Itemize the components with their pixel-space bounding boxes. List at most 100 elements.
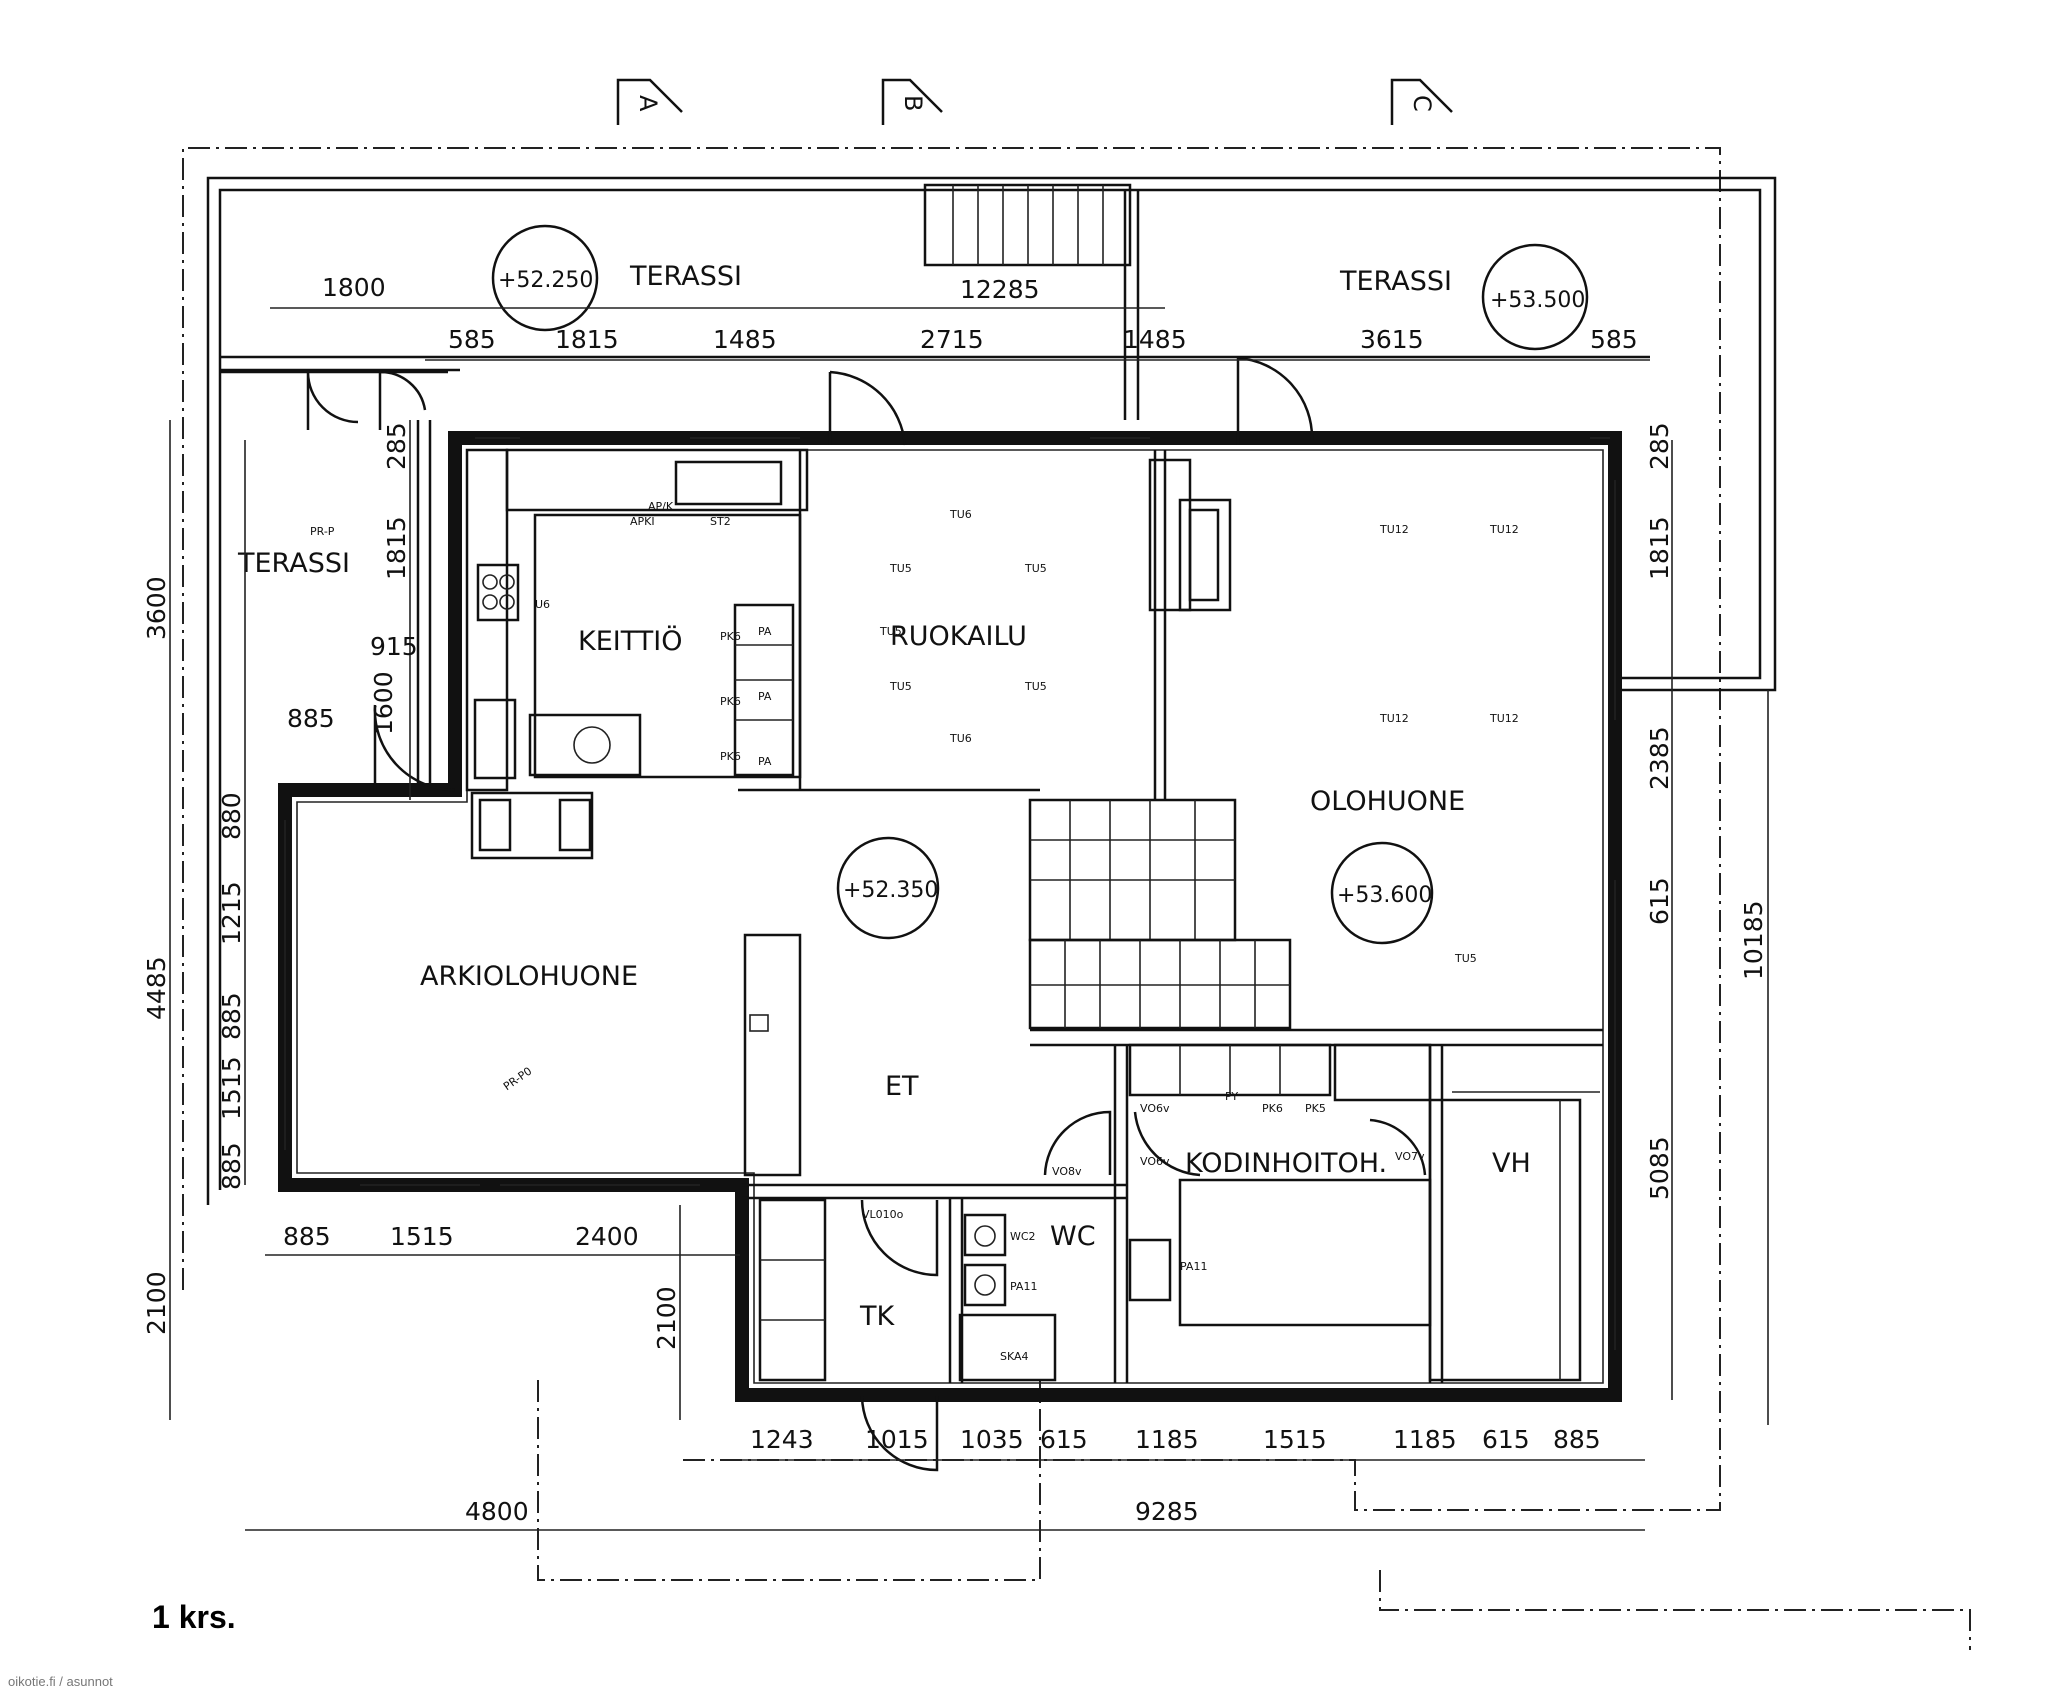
section-label-a: A (634, 95, 662, 112)
dim-top1-1: 12285 (960, 275, 1040, 304)
room-terassi-top-left: TERASSI (629, 261, 742, 292)
fixture-label: PR-P0 (501, 1065, 534, 1094)
dim-left-inner-0: 285 (382, 422, 411, 470)
fixture-label: TU5 (1024, 562, 1047, 575)
dim-bottom-row-4: 1185 (1135, 1425, 1199, 1454)
dim-bottom-middle-0: 2100 (652, 1286, 681, 1350)
dim-bottom-row-7: 615 (1482, 1425, 1530, 1454)
fixture-label: TU5 (1024, 680, 1047, 693)
fixture-label: U6 (535, 598, 550, 611)
room-olohuone: OLOHUONE (1310, 786, 1465, 817)
fixture-label: PA (758, 755, 772, 768)
closet-tk-shelves (758, 1198, 827, 1382)
section-marker-c: C (1390, 78, 1453, 125)
hall-closet (743, 933, 802, 1177)
dim-left-inner-7: 885 (217, 992, 246, 1040)
dim-bottom-row-5: 1515 (1263, 1425, 1327, 1454)
dim-bottom-row-1: 1015 (865, 1425, 929, 1454)
fixture-label: TU12 (1379, 712, 1409, 725)
fixture-label: APKI (630, 515, 655, 528)
dim-right-outer-0: 10185 (1739, 900, 1768, 980)
dim-bottom-total-1: 9285 (1135, 1497, 1199, 1526)
fixture-label: PK6 (1262, 1102, 1283, 1115)
dim-left-inner-5: 880 (217, 792, 246, 840)
top-stairs (923, 183, 1132, 267)
dim-left-inner-2: 915 (370, 632, 418, 661)
dim-right-inner-3: 615 (1645, 877, 1674, 925)
fixture-label: TU12 (1379, 523, 1409, 536)
dim-top2-6: 585 (1590, 325, 1638, 354)
windows (284, 437, 1616, 1350)
floor-label: 1 krs. (152, 1599, 236, 1635)
fixture-label: VO6v (1140, 1155, 1170, 1168)
room-vh: VH (1492, 1148, 1531, 1179)
dim-bottom-row-2: 1035 (960, 1425, 1024, 1454)
dim-top2-0: 585 (448, 325, 496, 354)
room-terassi-top-right: TERASSI (1339, 266, 1452, 297)
fixture-label: TU12 (1489, 712, 1519, 725)
fixture-label: VO6v (1140, 1102, 1170, 1115)
dim-top1-0: 1800 (322, 273, 386, 302)
room-wc: WC (1050, 1221, 1096, 1252)
fixture-label: PA11 (1180, 1260, 1207, 1273)
dim-left-inner-6: 1215 (217, 881, 246, 945)
dimension-lines (169, 307, 1769, 1531)
upper-terrace (206, 176, 1777, 1205)
fixture-label: PK5 (1305, 1102, 1326, 1115)
fixture-label: TU12 (1489, 523, 1519, 536)
fireplace (1148, 458, 1232, 612)
fixture-label: PK6 (720, 750, 741, 763)
level-label: +53.600 (1337, 883, 1432, 908)
level-label: +53.500 (1490, 288, 1585, 313)
fixture-label: SKA4 (1000, 1350, 1029, 1363)
level-label: +52.350 (843, 878, 938, 903)
fixture-label: TU5 (889, 562, 912, 575)
watermark: oikotie.fi / asunnot (8, 1674, 113, 1689)
dim-bottom-row-6: 1185 (1393, 1425, 1457, 1454)
room-kodinhoitoh: KODINHOITOH. (1185, 1148, 1387, 1179)
fixture-label: PA (758, 690, 772, 703)
room-ruokailu: RUOKAILU (890, 621, 1027, 652)
fixture-labels: TU6 TU6 TU5 TU5 TU5 TU5 TU5 TU5 TU12 TU1… (310, 500, 1519, 1363)
section-label-c: C (1408, 95, 1436, 112)
dim-left-inner-1: 1815 (382, 516, 411, 580)
fixture-label: PY (1225, 1090, 1238, 1103)
dim-left-outer-1: 4485 (142, 956, 171, 1020)
fixture-label: VO7v (1395, 1150, 1425, 1163)
dim-bottom-left-1: 1515 (390, 1222, 454, 1251)
dim-top2-2: 1485 (713, 325, 777, 354)
dim-bottom-row-3: 615 (1040, 1425, 1088, 1454)
dim-left-outer-2: 2100 (142, 1271, 171, 1335)
dim-bottom-row-8: 885 (1553, 1425, 1601, 1454)
fixture-label: PR-P (310, 525, 335, 538)
level-label: +52.250 (498, 268, 593, 293)
fixture-label: PK6 (720, 695, 741, 708)
section-marker-a: A (616, 78, 683, 125)
fixture-label: VO8v (1052, 1165, 1082, 1178)
dim-left-outer-0: 3600 (142, 576, 171, 640)
fixture-label: TU6 (949, 508, 972, 521)
section-marker-b: B (881, 78, 943, 125)
dim-right-inner-4: 5085 (1645, 1136, 1674, 1200)
room-keittio: KEITTIÖ (578, 625, 682, 657)
room-labels: TERASSI TERASSI TERASSI KEITTIÖ RUOKAILU… (237, 261, 1531, 1332)
fixture-label: ST2 (710, 515, 731, 528)
dim-top2-4: 1485 (1123, 325, 1187, 354)
utility-fixtures (1128, 1043, 1600, 1382)
door-swings (306, 356, 1427, 1472)
fixture-label: TU5 (1454, 952, 1477, 965)
dim-bottom-row-0: 1243 (750, 1425, 814, 1454)
fixture-label: PA (758, 625, 772, 638)
dim-bottom-left-0: 885 (283, 1222, 331, 1251)
room-terassi-left: TERASSI (237, 548, 350, 579)
fixture-label: TU5 (889, 680, 912, 693)
room-et: ET (885, 1071, 919, 1102)
fixture-label: TU5 (879, 625, 902, 638)
fixture-label: PK6 (720, 630, 741, 643)
dimension-values: 1800 12285 585 1815 1485 2715 1485 3615 … (142, 273, 1768, 1526)
dim-top2-3: 2715 (920, 325, 984, 354)
fixture-label: TU6 (949, 732, 972, 745)
dim-left-inner-8: 1515 (217, 1056, 246, 1120)
kitchen-counters (465, 448, 809, 860)
dim-bottom-left-2: 2400 (575, 1222, 639, 1251)
